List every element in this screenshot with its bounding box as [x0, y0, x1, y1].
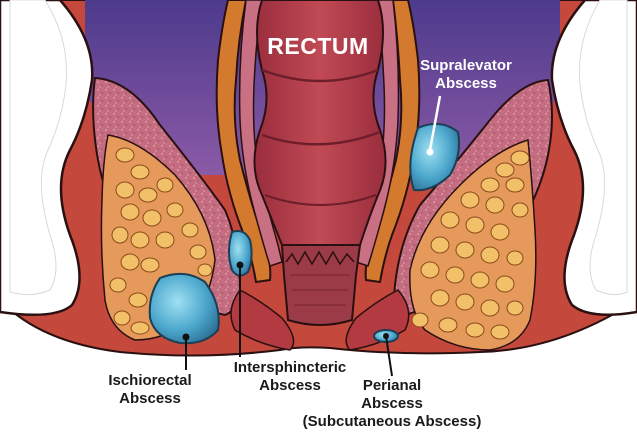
fat-right-lobule: [495, 162, 515, 178]
fat-right-lobule: [470, 271, 490, 289]
fat-right-lobule: [455, 293, 475, 311]
fat-right-lobule: [440, 211, 460, 229]
fat-right-lobule: [511, 202, 529, 218]
ischiorectal-label-line2: Abscess: [119, 390, 181, 407]
perianal-skin-left: [230, 289, 295, 351]
fat-left-lobule: [189, 244, 207, 260]
fat-left-lobule: [156, 177, 174, 193]
fat-right-lobule: [430, 236, 450, 254]
rectal-fold-3: [264, 194, 377, 206]
sphincter-left: [215, 0, 272, 284]
perianal-label-line2: Abscess: [361, 395, 423, 412]
fat-right-lobule: [430, 289, 450, 307]
anal-canal-texture: [290, 274, 350, 306]
rectal-fold-2: [261, 130, 381, 146]
sphincter-right: [364, 0, 421, 284]
fat-left-lobule: [197, 263, 213, 277]
fat-left-lobule: [128, 292, 148, 308]
pointer-supralevator: [428, 95, 442, 151]
bone-left-inner: [9, 0, 68, 296]
fat-lobules-left: [109, 147, 213, 335]
fat-right-lobule: [480, 246, 500, 264]
supralevator-label-line1: Supralevator: [420, 57, 512, 74]
fat-right-lobule: [495, 275, 515, 293]
rectum-label: RECTUM: [267, 33, 368, 59]
fat-right-lobule: [506, 300, 524, 316]
fat-left-lobule: [166, 202, 184, 218]
fat-right-lobule: [455, 241, 475, 259]
fat-right-lobule: [465, 322, 485, 338]
fat-right-lobule: [510, 150, 530, 166]
fat-left-lobule: [109, 277, 127, 293]
fat-lobules-right: [411, 150, 530, 340]
abscess-intersphincteric: [228, 230, 253, 277]
perianal-label-line3: (Subcutaneous Abscess): [303, 413, 482, 430]
pointer-dot-supralevator: [426, 148, 434, 156]
fat-right-lobule: [411, 312, 429, 328]
fat-left-lobule: [130, 231, 150, 249]
fat-right-lobule: [465, 216, 485, 234]
internal-sphincter-right: [355, 0, 400, 267]
intersphincteric-label-line1: Intersphincteric: [234, 359, 347, 376]
supralevator-label-line2: Abscess: [435, 75, 497, 92]
fat-left-lobule: [115, 147, 135, 163]
fat-right-lobule: [505, 177, 525, 193]
fat-left-lobule: [155, 231, 175, 249]
fat-left-lobule: [142, 209, 162, 227]
fat-right-lobule: [490, 324, 510, 340]
abscess-ischiorectal: [148, 272, 220, 345]
fat-left-lobule: [138, 187, 158, 203]
fat-right-lobule: [420, 261, 440, 279]
fat-left-lobule: [120, 253, 140, 271]
fat-right-lobule: [438, 317, 458, 333]
anal-canal-zigzag: [285, 250, 355, 266]
fat-left-lobule: [120, 203, 140, 221]
internal-sphincter-left: [238, 0, 283, 267]
abscess-supralevator: [409, 122, 460, 192]
fat-right-lobule: [485, 196, 505, 214]
fat-right-lobule: [506, 250, 524, 266]
fat-left-lobule: [113, 310, 131, 326]
rectal-fold-1: [261, 68, 379, 83]
ischiorectal-label-line1: Ischiorectal: [108, 372, 191, 389]
fat-left-lobule: [181, 222, 199, 238]
fat-right-lobule: [445, 266, 465, 284]
pointer-dot-ischiorectal: [182, 333, 190, 341]
intersphincteric-label-line2: Abscess: [259, 377, 321, 394]
perianal-label-line1: Perianal: [363, 377, 421, 394]
fat-right-lobule: [480, 177, 500, 193]
fat-left-lobule: [140, 257, 160, 273]
pointer-dot-perianal: [383, 333, 389, 339]
pointer-perianal: [385, 335, 393, 377]
fat-left-lobule: [130, 321, 150, 335]
fat-right-lobule: [460, 191, 480, 209]
fat-left-lobule: [130, 164, 150, 180]
bone-right-inner: [578, 0, 628, 296]
pointer-dot-intersphincteric: [236, 261, 244, 269]
fat-right-lobule: [480, 299, 500, 317]
fat-left-lobule: [115, 181, 135, 199]
fat-right-lobule: [490, 223, 510, 241]
fat-left-lobule: [111, 226, 129, 244]
